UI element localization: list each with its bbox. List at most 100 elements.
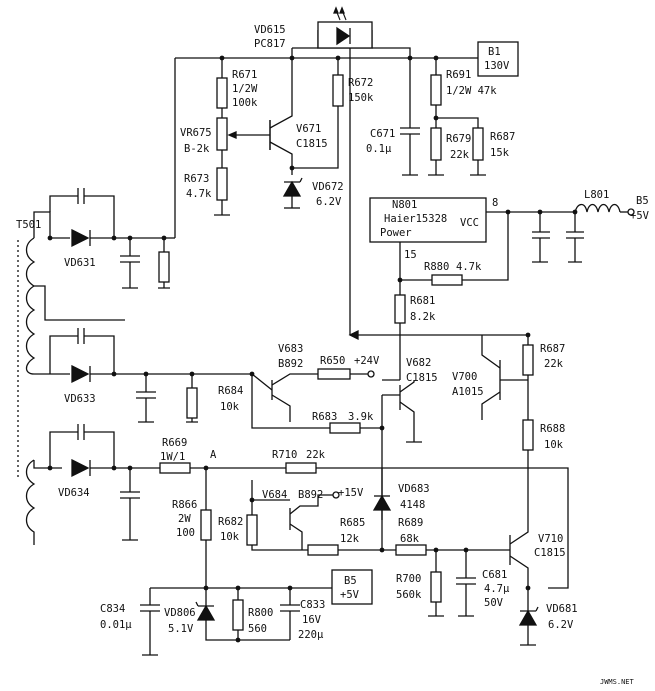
label-pin-15: 15 (404, 249, 417, 261)
label-c833-capacitance: 220μ (298, 629, 324, 641)
resistor-r672 (332, 74, 344, 107)
resistor-r800 (232, 599, 244, 631)
resistor-r650 (317, 368, 351, 380)
bottom-5v-section (140, 587, 332, 656)
component-labels: VD615 PC817 B1 130V R671 1/2W 100k R672 … (16, 24, 650, 686)
label-r710-value: 22k (306, 449, 326, 461)
resistor-r880 (431, 274, 463, 286)
label-vd683: VD683 (398, 483, 430, 495)
label-r669: R669 (162, 437, 187, 449)
zener-vd672 (282, 177, 303, 209)
label-vd806: VD806 (164, 607, 196, 619)
label-r671: R671 (232, 69, 257, 81)
label-r700-value: 560k (396, 589, 422, 601)
resistor-r687-22k (522, 344, 534, 376)
label-r671-value: 100k (232, 97, 258, 109)
label-r669-value: 1W/1 (160, 451, 185, 463)
resistor-vd631-load (158, 251, 170, 283)
label-r866-power: 2W (178, 513, 191, 525)
resistor-r689 (395, 544, 427, 556)
b1-130v-box (477, 41, 519, 77)
label-v671-type: C1815 (296, 138, 328, 150)
rectifier-vd634 (49, 424, 569, 589)
label-c834: C834 (100, 603, 125, 615)
resistor-r671 (216, 77, 228, 109)
label-r687-mid: R687 (540, 343, 565, 355)
label-r681-value: 8.2k (410, 311, 436, 323)
capacitor-c681 (456, 550, 476, 617)
label-r688-value: 10k (544, 439, 564, 451)
label-r710: R710 (272, 449, 297, 461)
label-v700: V700 (452, 371, 477, 383)
label-vd672-value: 6.2V (316, 196, 342, 208)
ic-n801 (369, 197, 540, 295)
label-b5-top-voltage: +5V (630, 210, 650, 222)
label-vd633: VD633 (64, 393, 96, 405)
label-c671-value: 0.1μ (366, 143, 392, 155)
label-r689-value: 68k (400, 533, 420, 545)
label-r672: R672 (348, 77, 373, 89)
label-b1: B1 (488, 46, 501, 58)
transistor-v700 (481, 335, 528, 420)
resistor-r687-15k (472, 127, 484, 161)
label-b1-voltage: 130V (484, 60, 510, 72)
label-vd681-value: 6.2V (548, 619, 574, 631)
label-r689: R689 (398, 517, 423, 529)
feedback-arrow-line (348, 329, 528, 341)
resistor-r684 (186, 387, 198, 419)
label-r688: R688 (540, 423, 565, 435)
label-vr675-value: B-2k (184, 143, 210, 155)
transistor-v710 (509, 530, 529, 600)
zener-vd681 (518, 600, 539, 646)
label-c681-capacitance: 4.7μ (484, 583, 510, 595)
label-r687-top-value: 15k (490, 147, 510, 159)
label-node-a: A (210, 449, 217, 461)
label-vd634: VD634 (58, 487, 90, 499)
label-r687-top: R687 (490, 131, 515, 143)
label-r681: R681 (410, 295, 435, 307)
label-pc817: PC817 (254, 38, 286, 50)
rectifier-vd633 (49, 328, 252, 423)
resistor-r679 (430, 127, 442, 161)
label-v700-type: A1015 (452, 386, 484, 398)
vr675-wiper-arrow (227, 131, 237, 139)
transistor-v683 (251, 370, 375, 429)
junction-dots (47, 55, 578, 643)
label-c681-voltage: 50V (484, 597, 504, 609)
label-b5-bottom-voltage: +5V (340, 589, 360, 601)
diode-vd683 (372, 468, 392, 550)
label-r684: R684 (218, 385, 243, 397)
label-r650: R650 (320, 355, 345, 367)
label-vd615: VD615 (254, 24, 286, 36)
label-v15: +15V (338, 487, 364, 499)
label-r866-value: 100 (176, 527, 195, 539)
transformer-t501 (17, 230, 125, 545)
label-r685: R685 (340, 517, 365, 529)
label-b5-top: B5 (636, 195, 649, 207)
label-r679-value: 22k (450, 149, 470, 161)
label-vd806-value: 5.1V (168, 623, 194, 635)
optocoupler-pc817 (317, 6, 373, 49)
resistor-r866 (200, 509, 212, 541)
label-r685-value: 12k (340, 533, 360, 545)
resistor-r688 (522, 419, 534, 451)
label-vd681: VD681 (546, 603, 578, 615)
label-r683-value: 3.9k (348, 411, 374, 423)
label-r684-value: 10k (220, 401, 240, 413)
watermark-text: JWMS.NET (600, 678, 635, 686)
label-r880-value: 4.7k (456, 261, 482, 273)
label-v710-type: C1815 (534, 547, 566, 559)
label-vr675: VR675 (180, 127, 212, 139)
label-vd631: VD631 (64, 257, 96, 269)
resistor-r710 (285, 462, 317, 474)
label-r800: R800 (248, 607, 273, 619)
label-pin-8: 8 (492, 197, 498, 209)
label-v684-type: B892 (298, 489, 323, 501)
label-vd672: VD672 (312, 181, 344, 193)
resistor-r681 (394, 294, 406, 324)
resistor-r669 (159, 462, 191, 474)
label-vd683-value: 4148 (400, 499, 425, 511)
resistor-r700 (430, 571, 442, 603)
label-r682: R682 (218, 516, 243, 528)
label-b5-bottom: B5 (344, 575, 357, 587)
